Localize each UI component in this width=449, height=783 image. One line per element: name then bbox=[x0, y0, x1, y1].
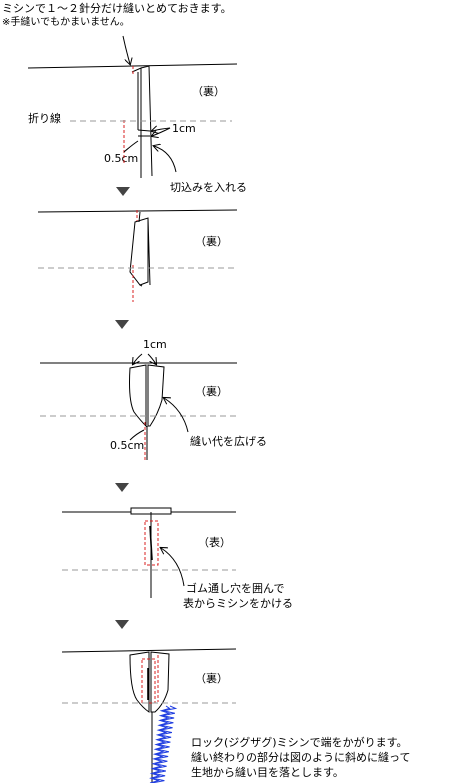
step4-side-label: （表） bbox=[198, 536, 231, 549]
step1-figure bbox=[27, 35, 238, 178]
step3-dim-bottom: 0.5cm bbox=[110, 439, 145, 452]
step5-figure bbox=[61, 648, 237, 783]
header-instruction: ミシンで１～２針分だけ縫いとめておきます。 bbox=[2, 2, 232, 15]
step-arrow-4 bbox=[115, 620, 129, 629]
step2-figure bbox=[37, 209, 238, 302]
step-arrow-1 bbox=[116, 187, 130, 196]
step1-caption: 切込みを入れる bbox=[170, 181, 247, 194]
step5-side-label: （裏） bbox=[195, 672, 228, 685]
step5-caption-line3: 生地から縫い目を落とします。 bbox=[191, 766, 344, 779]
step1-fold-label: 折り線 bbox=[28, 112, 61, 125]
step4-figure bbox=[62, 507, 236, 598]
step-arrow-3 bbox=[115, 483, 129, 492]
header-note: ※手縫いでもかまいません。 bbox=[2, 17, 130, 28]
step1-dim-top: 1cm bbox=[172, 122, 196, 135]
step3-dim-top: 1cm bbox=[143, 338, 167, 351]
step3-caption: 縫い代を広げる bbox=[190, 435, 267, 448]
step3-figure bbox=[40, 353, 237, 462]
step1-side-label: （裏） bbox=[192, 85, 225, 98]
step4-caption-line2: 表からミシンをかける bbox=[183, 597, 293, 610]
step3-side-label: （裏） bbox=[195, 385, 228, 398]
step4-caption-line1: ゴム通し穴を囲んで bbox=[186, 582, 285, 595]
step1-dim-bottom: 0.5cm bbox=[104, 152, 139, 165]
step2-side-label: （裏） bbox=[195, 235, 228, 248]
step-arrow-2 bbox=[115, 320, 129, 329]
step5-caption-line2: 縫い終わりの部分は図のように斜めに縫って bbox=[191, 751, 411, 764]
step5-caption-line1: ロック(ジグザグ)ミシンで端をかがります。 bbox=[191, 736, 408, 749]
